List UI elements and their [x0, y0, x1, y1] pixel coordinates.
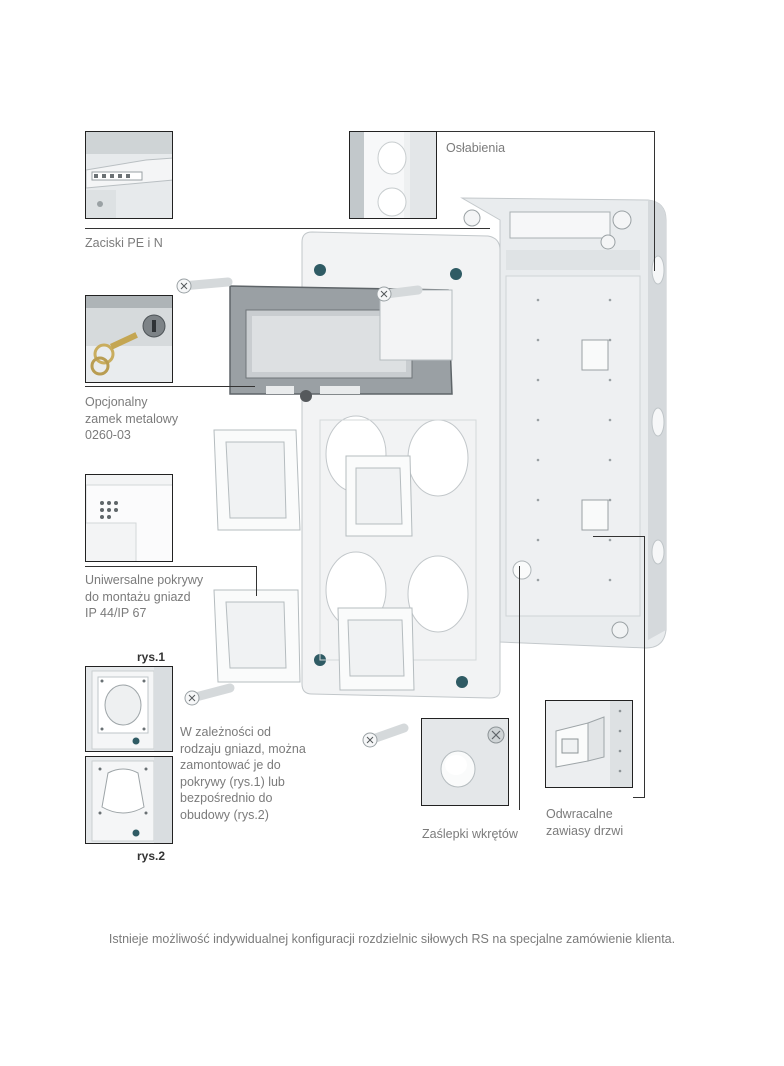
- leader-line: [256, 566, 258, 596]
- leader-line: [644, 536, 646, 798]
- lock-thumbnail: [85, 295, 173, 383]
- label-pokrywy: Uniwersalne pokrywy do montażu gniazd IP…: [85, 573, 204, 620]
- knockouts-thumbnail: [349, 131, 437, 219]
- leader-line: [593, 536, 645, 538]
- screw-illustration: [360, 720, 410, 750]
- label-zamek: Opcjonalny zamek metalowy 0260-03: [85, 395, 179, 442]
- label-zaciski: Zaciski PE i N: [85, 236, 163, 250]
- rys1-thumbnail: [85, 666, 173, 752]
- leader-line: [654, 131, 656, 271]
- label-zaslepki: Zaślepki wkrętów: [422, 827, 518, 841]
- leader-line: [437, 131, 655, 133]
- screw-cap-thumbnail: [421, 718, 509, 806]
- enclosure-illustration: [170, 190, 680, 710]
- footer-note: Istnieje możliwość indywidualnej konfigu…: [108, 932, 676, 946]
- leader-line: [85, 228, 490, 230]
- label-rys1: rys.1: [137, 650, 166, 664]
- leader-line: [519, 566, 521, 810]
- terminal-thumbnail: [85, 131, 173, 219]
- label-zaleznosci: W zależności od rodzaju gniazd, można za…: [180, 725, 306, 822]
- label-oslabienia: Osłabienia: [446, 141, 506, 155]
- label-rys2: rys.2: [137, 849, 166, 863]
- leader-line: [85, 566, 257, 568]
- leader-line: [633, 797, 645, 799]
- leader-line: [85, 386, 255, 388]
- hinge-thumbnail: [545, 700, 633, 788]
- cover-thumbnail: [85, 474, 173, 562]
- label-zawiasy: Odwracalne zawiasy drzwi: [546, 807, 624, 838]
- rys2-thumbnail: [85, 756, 173, 844]
